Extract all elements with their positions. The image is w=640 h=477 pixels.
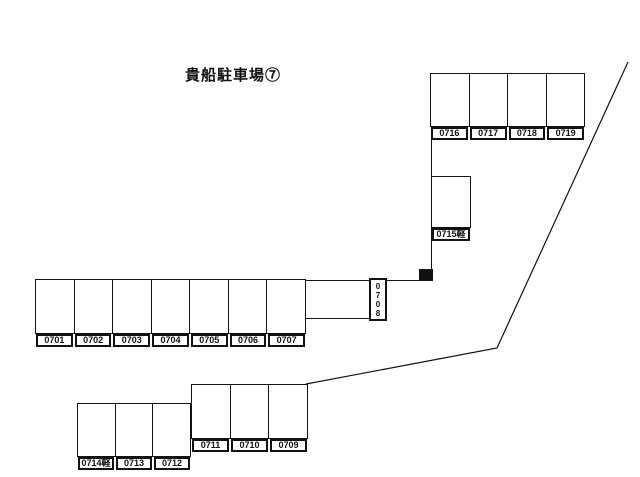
parking-cell-0706 <box>229 280 268 333</box>
space-label-0714: 0714軽 <box>78 457 114 470</box>
page-title: 貴船駐車場⑦ <box>185 68 282 84</box>
space-label-0702: 0702 <box>74 334 112 347</box>
space-label-0710: 0710 <box>231 439 268 452</box>
parking-cell-0703 <box>113 280 152 333</box>
space-label-0715: 0715軽 <box>432 228 470 241</box>
parking-cell-0714 <box>78 404 116 456</box>
space-label-0711: 0711 <box>192 439 229 452</box>
parking-cell-0715 <box>432 177 470 227</box>
parking-cell-0701 <box>36 280 75 333</box>
parking-cell-0702 <box>75 280 114 333</box>
space-0708-bottom-line <box>306 318 370 319</box>
parking-cell-0705 <box>190 280 229 333</box>
parking-cell-0710 <box>231 385 270 438</box>
space-label-0701: 0701 <box>36 334 73 347</box>
space-label-0709: 0709 <box>270 439 307 452</box>
parking-cell-0707 <box>267 280 305 333</box>
space-label-0705: 0705 <box>190 334 228 347</box>
parking-cell-0709 <box>269 385 307 438</box>
parking-cell-0719 <box>547 74 585 126</box>
space-label-0719: 0719 <box>547 127 584 140</box>
parking-cell-0716 <box>431 74 470 126</box>
parking-block-kei-east: 0715軽 <box>431 176 471 241</box>
space-label-0717: 0717 <box>469 127 507 140</box>
space-label-0704: 0704 <box>152 334 189 347</box>
space-label-0716: 0716 <box>431 127 468 140</box>
space-label-0707: 0707 <box>268 334 306 347</box>
solid-square-marker <box>419 269 433 281</box>
space-label-0703: 0703 <box>113 334 151 347</box>
parking-cell-0717 <box>470 74 508 126</box>
space-label-0706: 0706 <box>229 334 267 347</box>
parking-cell-0713 <box>116 404 154 456</box>
space-label-0713: 0713 <box>116 457 152 470</box>
parking-cell-0704 <box>152 280 191 333</box>
space-label-0718: 0718 <box>508 127 546 140</box>
space-label-0712: 0712 <box>154 457 190 470</box>
parking-cell-0711 <box>192 385 231 438</box>
parking-cell-0718 <box>508 74 547 126</box>
parking-cell-0712 <box>153 404 190 456</box>
